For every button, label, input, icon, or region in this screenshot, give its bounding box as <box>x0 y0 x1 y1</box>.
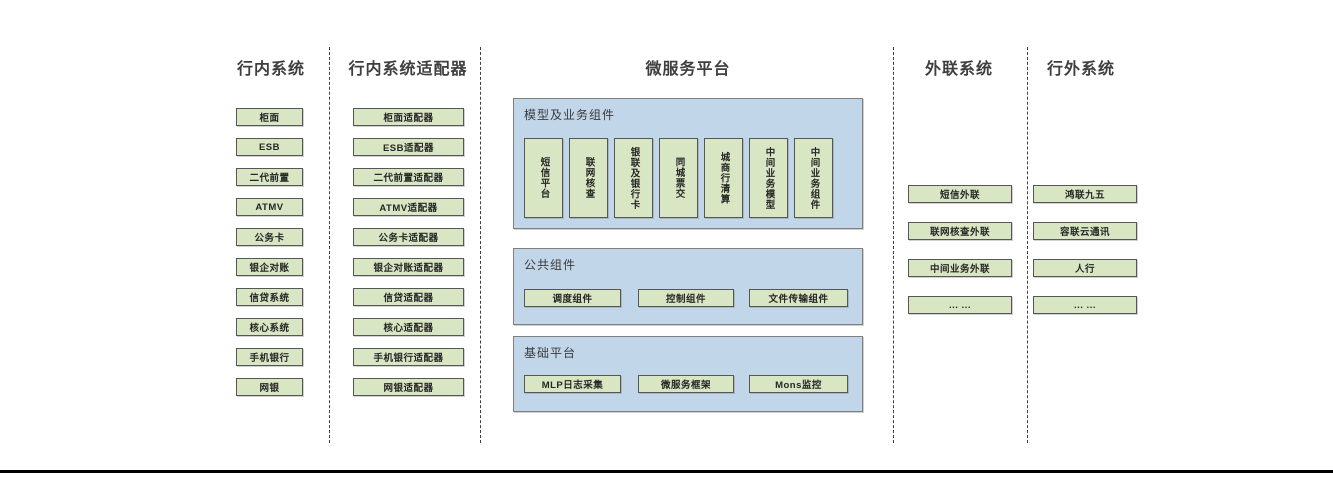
adapter-box-xindai: 信贷适配器 <box>353 288 464 306</box>
outreach-box-network-check: 联网核查外联 <box>908 222 1012 240</box>
external-box-pboc: 人行 <box>1033 259 1137 277</box>
system-box-erdaiqianzhi: 二代前置 <box>236 168 303 186</box>
system-box-wangyin: 网银 <box>236 378 303 396</box>
column-header-outreach-systems: 外联系统 <box>924 61 993 78</box>
column-header-external-systems: 行外系统 <box>1046 61 1115 78</box>
external-box-ronglian-cloud: 容联云通讯 <box>1033 222 1137 240</box>
panel-common-components: 公共组件 调度组件 控制组件 文件传输组件 <box>513 248 863 325</box>
dashed-separator <box>893 47 894 443</box>
adapter-box-guimian: 柜面适配器 <box>353 108 464 126</box>
system-box-guimian: 柜面 <box>236 108 303 126</box>
column-header-internal-systems: 行内系统 <box>236 61 305 78</box>
adapter-box-shoujiyinhang: 手机银行适配器 <box>353 348 464 366</box>
outreach-box-sms: 短信外联 <box>908 185 1012 203</box>
adapter-box-wangyin: 网银适配器 <box>353 378 464 396</box>
system-box-hexin: 核心系统 <box>236 318 303 336</box>
component-box-intermediate-component: 中间业务组件 <box>794 138 833 218</box>
column-header-internal-adapters: 行内系统适配器 <box>348 61 468 78</box>
system-box-atmv: ATMV <box>236 198 303 216</box>
outreach-box-intermediate-business: 中间业务外联 <box>908 259 1012 277</box>
external-box-honglian95: 鸿联九五 <box>1033 185 1137 203</box>
panel-base-platform: 基础平台 MLP日志采集 微服务框架 Mons监控 <box>513 336 863 412</box>
outreach-box-more: ... ... <box>908 296 1012 314</box>
component-box-network-check: 联网核查 <box>569 138 608 218</box>
column-header-microservice-platform: 微服务平台 <box>645 61 731 78</box>
component-box-control: 控制组件 <box>638 289 734 307</box>
system-box-yinqiduizhang: 银企对账 <box>236 258 303 276</box>
system-box-shoujiyinhang: 手机银行 <box>236 348 303 366</box>
component-box-file-transfer: 文件传输组件 <box>749 289 848 307</box>
component-box-mons-monitor: Mons监控 <box>749 375 848 393</box>
component-box-intermediate-model: 中间业务模型 <box>749 138 788 218</box>
adapter-box-gongwuka: 公务卡适配器 <box>353 228 464 246</box>
external-box-more: ... ... <box>1033 296 1137 314</box>
adapter-box-yinqiduizhang: 银企对账适配器 <box>353 258 464 276</box>
adapter-box-hexin: 核心适配器 <box>353 318 464 336</box>
component-box-city-bill-exchange: 同城票交 <box>659 138 698 218</box>
dashed-separator <box>1027 47 1028 443</box>
panel-label: 模型及业务组件 <box>524 108 616 122</box>
panel-model-business-components: 模型及业务组件 短信平台 联网核查 银联及银行卡 同城票交 城商行清算 中间业务… <box>513 98 863 229</box>
system-box-gongwuka: 公务卡 <box>236 228 303 246</box>
component-box-unionpay-bankcard: 银联及银行卡 <box>614 138 653 218</box>
component-box-sms-platform: 短信平台 <box>524 138 563 218</box>
panel-label: 公共组件 <box>524 258 577 272</box>
panel-label: 基础平台 <box>524 346 577 360</box>
adapter-box-esb: ESB适配器 <box>353 138 464 156</box>
system-box-xindai: 信贷系统 <box>236 288 303 306</box>
dashed-separator <box>480 47 481 443</box>
component-box-scheduling: 调度组件 <box>524 289 621 307</box>
bottom-divider <box>0 470 1333 473</box>
component-box-city-bank-clearing: 城商行清算 <box>704 138 743 218</box>
dashed-separator <box>329 47 330 443</box>
adapter-box-erdaiqianzhi: 二代前置适配器 <box>353 168 464 186</box>
system-box-esb: ESB <box>236 138 303 156</box>
adapter-box-atmv: ATMV适配器 <box>353 198 464 216</box>
component-box-microservice-framework: 微服务框架 <box>638 375 734 393</box>
component-box-mlp-log-collect: MLP日志采集 <box>524 375 621 393</box>
